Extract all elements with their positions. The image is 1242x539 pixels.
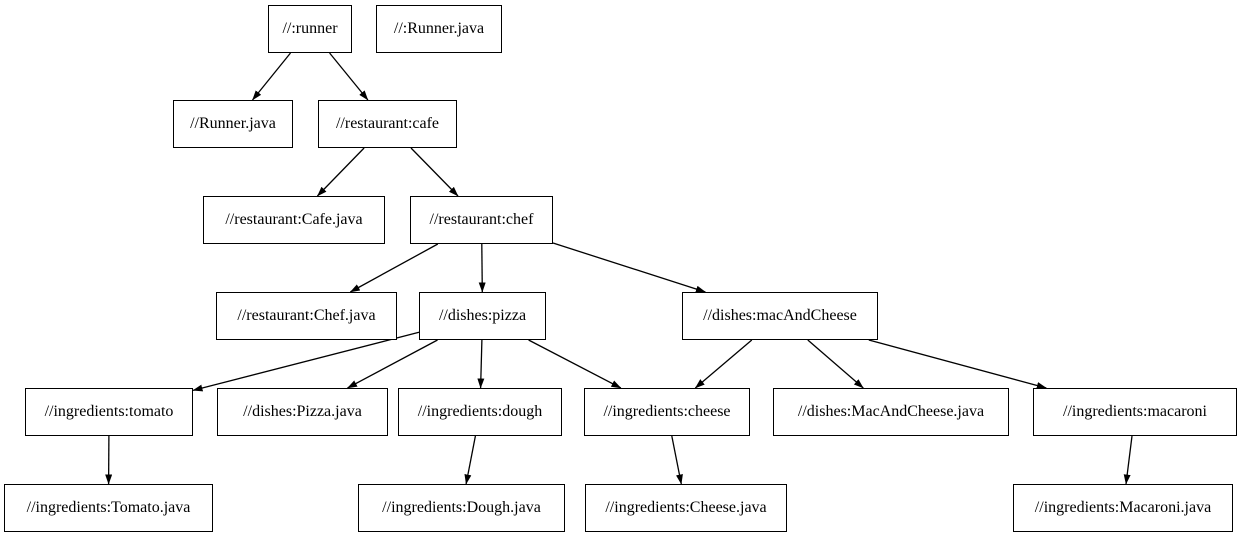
graph-node-mac-and-cheese-java: //dishes:MacAndCheese.java — [773, 388, 1009, 436]
edge-pizza-to-dough — [477, 339, 485, 389]
graph-node-mac-and-cheese: //dishes:macAndCheese — [682, 292, 878, 340]
graph-node-root-runner-java: //:Runner.java — [376, 5, 502, 53]
graph-node-tomato-java: //ingredients:Tomato.java — [4, 484, 213, 532]
graph-node-runner-java: //Runner.java — [173, 100, 293, 148]
edge-pizza-to-pizza-java — [347, 339, 438, 389]
edge-runner-to-cafe — [329, 52, 369, 101]
graph-node-pizza: //dishes:pizza — [419, 292, 546, 340]
graph-node-cheese-java: //ingredients:Cheese.java — [585, 484, 787, 532]
graph-node-dough: //ingredients:dough — [398, 388, 562, 436]
edge-dough-to-dough-java — [464, 435, 477, 485]
edge-chef-to-chef-java — [349, 243, 439, 293]
edge-macaroni-to-macaroni-java — [1123, 435, 1133, 485]
graph-node-cafe: //restaurant:cafe — [318, 100, 457, 148]
graph-node-pizza-java: //dishes:Pizza.java — [217, 388, 388, 436]
graph-node-cheese: //ingredients:cheese — [584, 388, 750, 436]
graph-node-macaroni-java: //ingredients:Macaroni.java — [1013, 484, 1233, 532]
graph-node-runner: //:runner — [268, 5, 352, 53]
edge-chef-to-mac-and-cheese — [552, 242, 706, 293]
graph-node-dough-java: //ingredients:Dough.java — [358, 484, 565, 532]
edge-mac-and-cheese-to-macaroni — [868, 339, 1047, 389]
graph-node-macaroni: //ingredients:macaroni — [1033, 388, 1237, 436]
edge-mac-and-cheese-to-mac-and-cheese-java — [807, 339, 864, 389]
edge-pizza-to-tomato — [192, 331, 420, 392]
graph-node-tomato: //ingredients:tomato — [25, 388, 193, 436]
edge-pizza-to-cheese — [528, 339, 622, 389]
edge-cafe-to-chef — [410, 147, 459, 197]
edge-mac-and-cheese-to-cheese — [694, 339, 753, 389]
edge-chef-to-pizza — [478, 243, 486, 293]
edge-runner-to-runner-java — [251, 52, 292, 101]
graph-node-chef: //restaurant:chef — [410, 196, 553, 244]
graph-node-cafe-java: //restaurant:Cafe.java — [203, 196, 385, 244]
graph-node-chef-java: //restaurant:Chef.java — [216, 292, 397, 340]
edge-cheese-to-cheese-java — [671, 435, 683, 485]
edge-cafe-to-cafe-java — [316, 147, 365, 197]
